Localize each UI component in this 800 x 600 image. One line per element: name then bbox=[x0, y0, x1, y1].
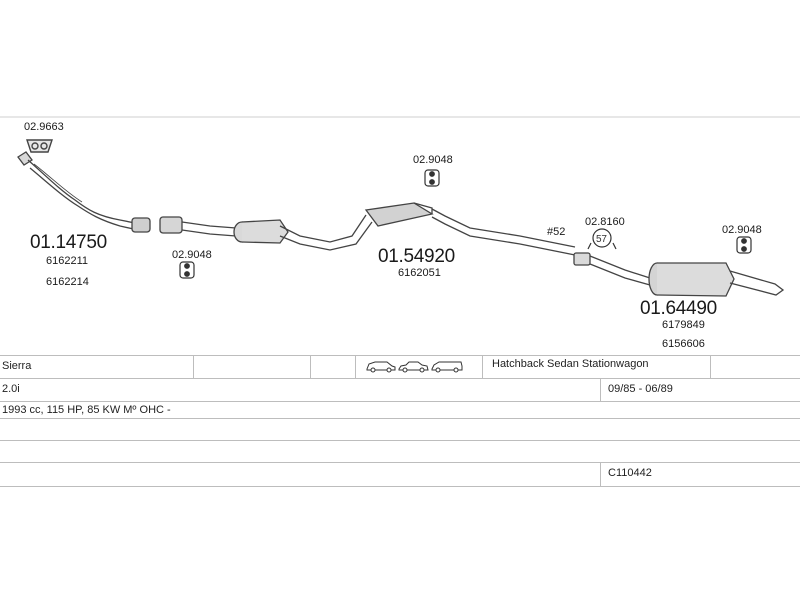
catalog-code: C110442 bbox=[608, 467, 652, 479]
part-number-middle-silencer: 01.54920 bbox=[378, 246, 455, 267]
rear-pipe bbox=[573, 252, 785, 297]
body-types: Hatchback Sedan Stationwagon bbox=[492, 358, 649, 370]
engine: 2.0i bbox=[2, 383, 20, 395]
ref-number: 6179849 bbox=[662, 319, 705, 331]
body-type-icons bbox=[365, 357, 465, 378]
rubber-hanger-icon bbox=[736, 236, 752, 254]
part-number-hanger1: 02.9048 bbox=[172, 249, 212, 261]
part-number-front-pipe: 01.14750 bbox=[30, 232, 107, 253]
part-number-clamp1: 02.9663 bbox=[24, 121, 64, 133]
production-period: 09/85 - 06/89 bbox=[608, 383, 673, 395]
ref-number: 6162211 bbox=[46, 255, 88, 267]
rubber-hanger-icon bbox=[179, 261, 195, 279]
part-number-rear-silencer: 01.64490 bbox=[640, 298, 717, 319]
middle-pipe bbox=[159, 202, 576, 256]
part-number-hanger2: 02.9048 bbox=[413, 154, 453, 166]
clamp-icon: 57 bbox=[587, 228, 617, 250]
exhaust-system-diagram: 57 02.9663 01.14750 6162211 6162214 02.9… bbox=[0, 116, 800, 350]
hatchback-car-icon bbox=[366, 361, 396, 373]
part-number-gasket: #52 bbox=[547, 226, 565, 238]
sedan-car-icon bbox=[398, 361, 429, 373]
clamp-icon bbox=[26, 139, 53, 153]
ref-number: 6162051 bbox=[398, 267, 441, 279]
ref-number: 6156606 bbox=[662, 338, 705, 350]
engine-specs: 1993 cc, 115 HP, 85 KW Mº OHC - bbox=[2, 404, 171, 416]
front-pipe bbox=[17, 151, 151, 233]
ref-number: 6162214 bbox=[46, 276, 89, 288]
part-number-clamp2: 02.8160 bbox=[585, 216, 625, 228]
vehicle-model: Sierra bbox=[2, 360, 32, 372]
rubber-hanger-icon bbox=[424, 169, 440, 187]
svg-text:57: 57 bbox=[596, 234, 607, 245]
part-number-hanger3: 02.9048 bbox=[722, 224, 762, 236]
stationwagon-car-icon bbox=[431, 361, 463, 373]
